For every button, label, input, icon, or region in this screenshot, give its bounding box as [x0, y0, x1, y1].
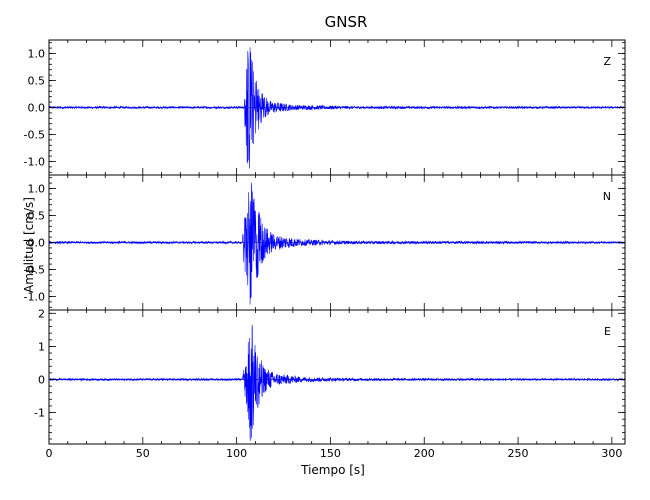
y-axis-label: Amplitud [cm/s]: [22, 197, 36, 293]
y-tick-label: 1: [38, 340, 45, 353]
component-label-e: E: [604, 325, 611, 338]
component-label-n: N: [603, 190, 611, 203]
x-axis-label: Tiempo [s]: [300, 463, 365, 477]
y-tick-label: 2: [38, 307, 45, 320]
y-tick-label: 0.5: [28, 210, 46, 223]
waveform-z: [48, 47, 626, 169]
waveform-n: [48, 182, 625, 305]
y-tick-label: 1.0: [28, 48, 46, 61]
x-tick-label: 150: [320, 447, 341, 460]
component-label-z: Z: [603, 55, 611, 68]
x-axis: 0 50 100 150 200 250 300: [46, 447, 623, 460]
y-tick-label: -1: [34, 407, 45, 420]
y-tick-label: 1.0: [28, 183, 46, 196]
y-tick-label: 0.0: [28, 102, 46, 115]
y-tick-label: -1.0: [24, 291, 45, 304]
x-tick-label: 0: [46, 447, 53, 460]
x-tick-label: 50: [136, 447, 150, 460]
y-tick-label: -1.0: [24, 156, 45, 169]
y-tick-label: 0.5: [28, 75, 46, 88]
x-tick-label: 300: [601, 447, 622, 460]
panels-group: 1.00.50.0-0.5-1.0Z1.00.50.0-0.5-1.0N210-…: [24, 39, 626, 445]
panel-z: 1.0 0.5 0.0 -0.5 -1.0 Z: [24, 39, 626, 176]
x-tick-label: 100: [226, 447, 247, 460]
y-tick-label: 0: [38, 373, 45, 386]
waveform-e: [48, 324, 626, 441]
y-tick-label: -0.5: [24, 264, 45, 277]
chart-title: GNSR: [325, 13, 368, 31]
y-tick-label: -0.5: [24, 129, 45, 142]
x-tick-label: 250: [508, 447, 529, 460]
panel-e: 2 1 0 -1 E: [34, 307, 626, 445]
panel-n: 1.0 0.5 0.0 -0.5 -1.0 N: [24, 174, 626, 311]
panel-frame: [48, 309, 626, 445]
y-tick-label: 0.0: [28, 237, 46, 250]
x-tick-label: 200: [414, 447, 435, 460]
